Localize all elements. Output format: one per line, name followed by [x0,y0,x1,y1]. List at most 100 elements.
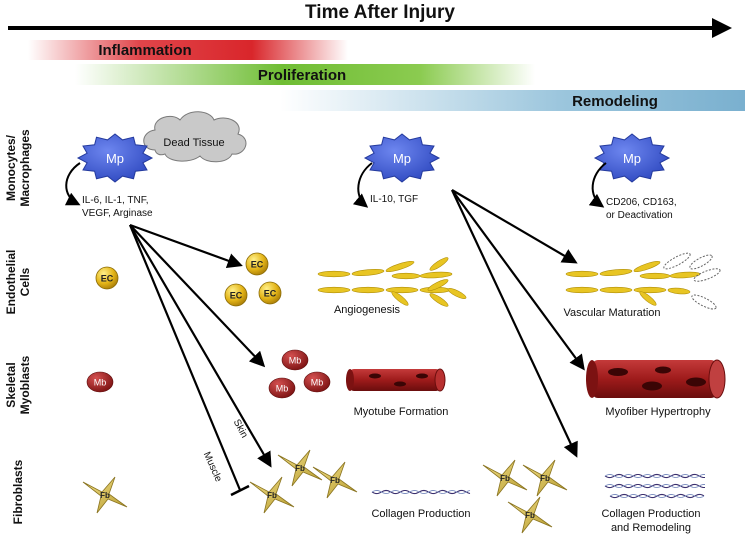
sprout-b-10 [667,287,691,295]
ec-cell-1: EC [95,266,119,290]
sprout-a-7 [317,286,351,294]
sprout-b-5 [669,271,701,279]
macrophage-late: Mp [593,133,671,183]
collagen-fiber-3-strand [604,483,705,489]
sprout-b-dashed-2 [689,254,713,270]
secretion-mid: IL-10, TGF [370,194,418,205]
dead-tissue-cloud: Dead Tissue [143,111,247,163]
secretion-late-1: CD206, CD163, [606,197,677,208]
sprout-a-10 [391,291,409,306]
fb-cell-4: Fb [312,461,358,499]
sprout-b-2 [599,269,633,276]
macrophage-early: Mp [76,133,154,183]
secretion-early-1: IL-6, IL-1, TNF, [82,195,149,206]
sprout-b-4 [639,272,671,280]
sprout-b-dashed-3 [693,268,721,282]
collagen-remodeling-label-2: and Remodeling [611,522,691,534]
time-axis: Time After Injury [8,2,732,38]
sprout-a-14 [447,288,467,299]
collagen-fiber-1-strand [371,489,471,495]
mb-cell-3-label: Mb [276,384,289,394]
sprout-a-1 [317,270,351,278]
ec-cell-4: EC [258,281,282,305]
ec-cell-1-label: EC [101,274,114,284]
process-labels: Angiogenesis Vascular Maturation Myotube… [334,304,711,534]
myofiber [586,359,726,399]
sprout-a-5 [419,271,453,279]
fb-cell-2: Fb [277,449,323,487]
fb-cell-3-label: Fb [267,491,277,500]
sprout-b-6 [565,286,599,294]
mb-cell-1: Mb [86,371,114,393]
secretion-late-2: or Deactivation [606,210,673,221]
phase-bars: Inflammation Proliferation Remodeling [28,40,745,111]
row-label-endothelial-1: Endothelial [4,250,18,315]
row-labels: Monocytes/ Macrophages Endothelial Cells… [4,129,32,524]
ec-cell-2: EC [245,252,269,276]
secretions: IL-6, IL-1, TNF, VEGF, Arginase IL-10, T… [82,194,677,221]
sprout-a-3 [385,260,415,273]
ec-cell-4-label: EC [264,289,277,299]
collagen-fiber-1 [371,489,471,495]
sprout-a-6 [429,257,449,271]
fb-cell-1-label: Fb [100,491,110,500]
sprout-a-8 [351,286,385,294]
muscle-label: Muscle [201,450,224,484]
time-axis-title: Time After Injury [305,2,455,23]
mb-cell-4-label: Mb [311,378,324,388]
vascular-maturation-label: Vascular Maturation [563,307,660,319]
ec-cell-2-label: EC [251,260,264,270]
skin-label: Skin [231,418,250,440]
macrophage-early-label: Mp [106,151,124,166]
fb-cell-5: Fb [482,459,528,497]
row-label-myoblasts-1: Skeletal [4,362,18,407]
inflammation-label: Inflammation [98,42,191,59]
sprout-b-9 [639,291,657,306]
sprout-b-dashed-1 [663,252,691,270]
sprout-b-dashed-4 [691,294,717,310]
mb-cell-2: Mb [281,349,309,371]
remodeling-bar [280,90,745,111]
collagen-fiber-2 [604,473,705,479]
collagen-remodeling-label-1: Collagen Production [601,508,700,520]
sprout-b-7 [599,286,633,294]
remodeling-label: Remodeling [572,93,658,110]
myofiber-hypertrophy-label: Myofiber Hypertrophy [605,406,711,418]
dead-tissue-label: Dead Tissue [163,137,224,149]
vessel-sprouts [317,252,721,310]
myotube-formation-label: Myotube Formation [354,406,449,418]
endothelial-cells: EC EC EC EC [95,252,282,307]
arrow-to-vascular [451,189,578,264]
effect-arrows [128,189,585,497]
sprout-b-3 [633,260,661,273]
row-label-macrophages-1: Monocytes/ [4,134,18,201]
sprout-b-1 [565,270,599,278]
collagen-fiber-4-strand [609,493,705,499]
sprout-a-2 [351,269,385,276]
collagen-production-label: Collagen Production [371,508,470,520]
fb-cell-2-label: Fb [295,464,305,473]
fb-cell-3: Fb [249,476,295,514]
collagen-fibers [371,473,705,499]
inhibit-bar [230,484,250,497]
mb-cell-3: Mb [268,377,296,399]
secretion-arrows [64,162,607,208]
arrow-to-ec [129,223,243,269]
arrow-to-mb [129,224,266,368]
sprout-a-4 [391,272,421,280]
arrow-skin [129,224,272,468]
inflammation-bar [28,40,348,60]
fb-cell-7-label: Fb [525,511,535,520]
sprout-b-8 [633,286,667,294]
collagen-fiber-3 [604,483,705,489]
sprout-a-9 [385,286,419,294]
row-label-endothelial-2: Cells [18,267,32,296]
collagen-fiber-2-strand [604,473,705,479]
fb-cell-6-label: Fb [540,474,550,483]
fb-cell-1: Fb [82,476,128,514]
ec-cell-3: EC [224,283,248,307]
row-label-macrophages-2: Macrophages [18,129,32,207]
